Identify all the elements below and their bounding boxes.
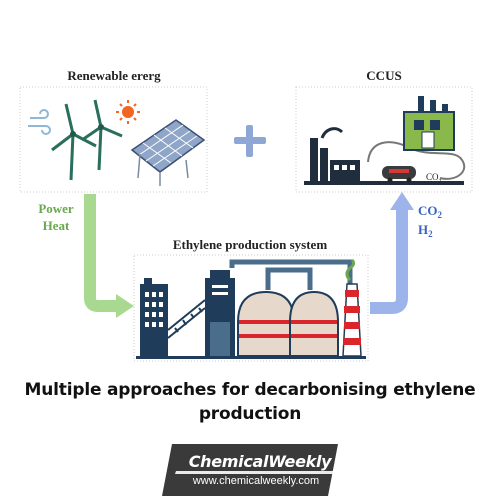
wind-icon bbox=[28, 109, 51, 135]
caption-line-2: production bbox=[198, 404, 302, 424]
factory-icon bbox=[310, 127, 360, 182]
heat-label: Heat bbox=[43, 218, 70, 233]
h2-output-label: H2 bbox=[418, 222, 433, 239]
plant-ground-line bbox=[136, 356, 366, 359]
ccus-panel: CCUS bbox=[295, 68, 473, 193]
output-arrow bbox=[370, 192, 414, 314]
process-piping bbox=[229, 259, 353, 290]
renewable-energy-panel: Renewable ererg bbox=[19, 68, 208, 193]
co2-pipeline bbox=[367, 141, 466, 180]
chimney-icon bbox=[342, 258, 362, 357]
caption-line-1: Multiple approaches for decarbonising et… bbox=[24, 380, 476, 400]
solar-panel-icon bbox=[130, 119, 206, 186]
brand-name: ChemicalWeekly bbox=[188, 452, 332, 471]
chemicalweekly-logo: ChemicalWeekly www.chemicalweekly.com bbox=[162, 444, 338, 496]
storage-facility-icon bbox=[403, 96, 455, 151]
co2-small-label: CO2 bbox=[426, 172, 442, 185]
plant-building-icon bbox=[140, 278, 168, 358]
renewable-energy-label: Renewable ererg bbox=[67, 68, 161, 83]
distillation-column-icon bbox=[205, 270, 235, 358]
caption-title: Multiple approaches for decarbonising et… bbox=[0, 378, 500, 426]
wind-turbine-icon bbox=[81, 99, 123, 171]
logo-background bbox=[162, 444, 338, 496]
ethylene-system-panel: Ethylene production system bbox=[133, 237, 369, 362]
ethylene-decarbonisation-diagram: Renewable ererg CCUS bbox=[19, 68, 473, 362]
storage-tank-icon bbox=[237, 290, 295, 357]
ground-line bbox=[304, 181, 464, 185]
plus-icon bbox=[234, 125, 266, 157]
tanker-icon bbox=[382, 166, 416, 183]
brand-url: www.chemicalweekly.com bbox=[192, 475, 320, 487]
sun-icon bbox=[116, 100, 140, 124]
co2-output-label: CO2 bbox=[418, 203, 443, 220]
input-arrow bbox=[84, 194, 134, 318]
conveyor-truss-icon bbox=[167, 299, 206, 339]
power-label: Power bbox=[38, 201, 74, 216]
ccus-label: CCUS bbox=[366, 68, 401, 83]
ethylene-system-label: Ethylene production system bbox=[173, 237, 327, 252]
storage-tank-icon bbox=[289, 290, 339, 357]
